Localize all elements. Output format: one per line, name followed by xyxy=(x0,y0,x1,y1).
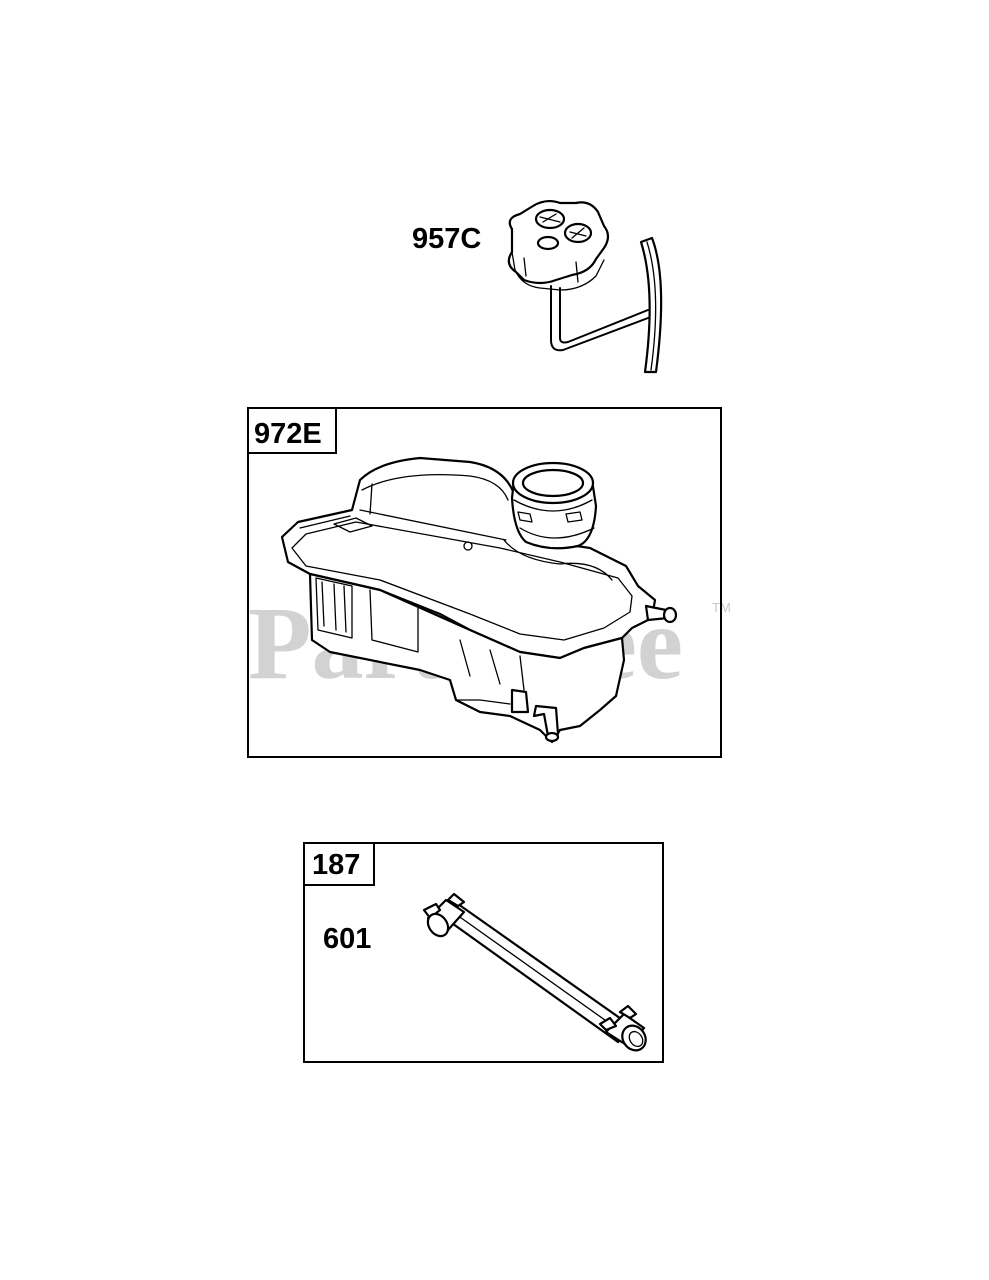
fuel-line-icon xyxy=(422,892,647,1052)
part-label-601[interactable]: 601 xyxy=(323,923,371,955)
fuel-cap-group: 957C xyxy=(412,199,663,374)
part-label-957C[interactable]: 957C xyxy=(412,223,481,255)
fuel-tank-icon xyxy=(280,456,678,744)
fuel-line-kit-frame xyxy=(303,842,664,1063)
part-label-972E[interactable]: 972E xyxy=(254,418,322,450)
fuel-cap-icon xyxy=(507,199,663,374)
fuel-tank-tag xyxy=(247,407,337,454)
part-label-187[interactable]: 187 xyxy=(312,849,360,881)
fuel-line-kit-tag xyxy=(303,842,375,886)
fuel-tank-frame xyxy=(247,407,722,758)
fuel-line-kit-group: 187 601 xyxy=(303,842,664,1063)
fuel-tank-group: 972E xyxy=(247,407,722,758)
